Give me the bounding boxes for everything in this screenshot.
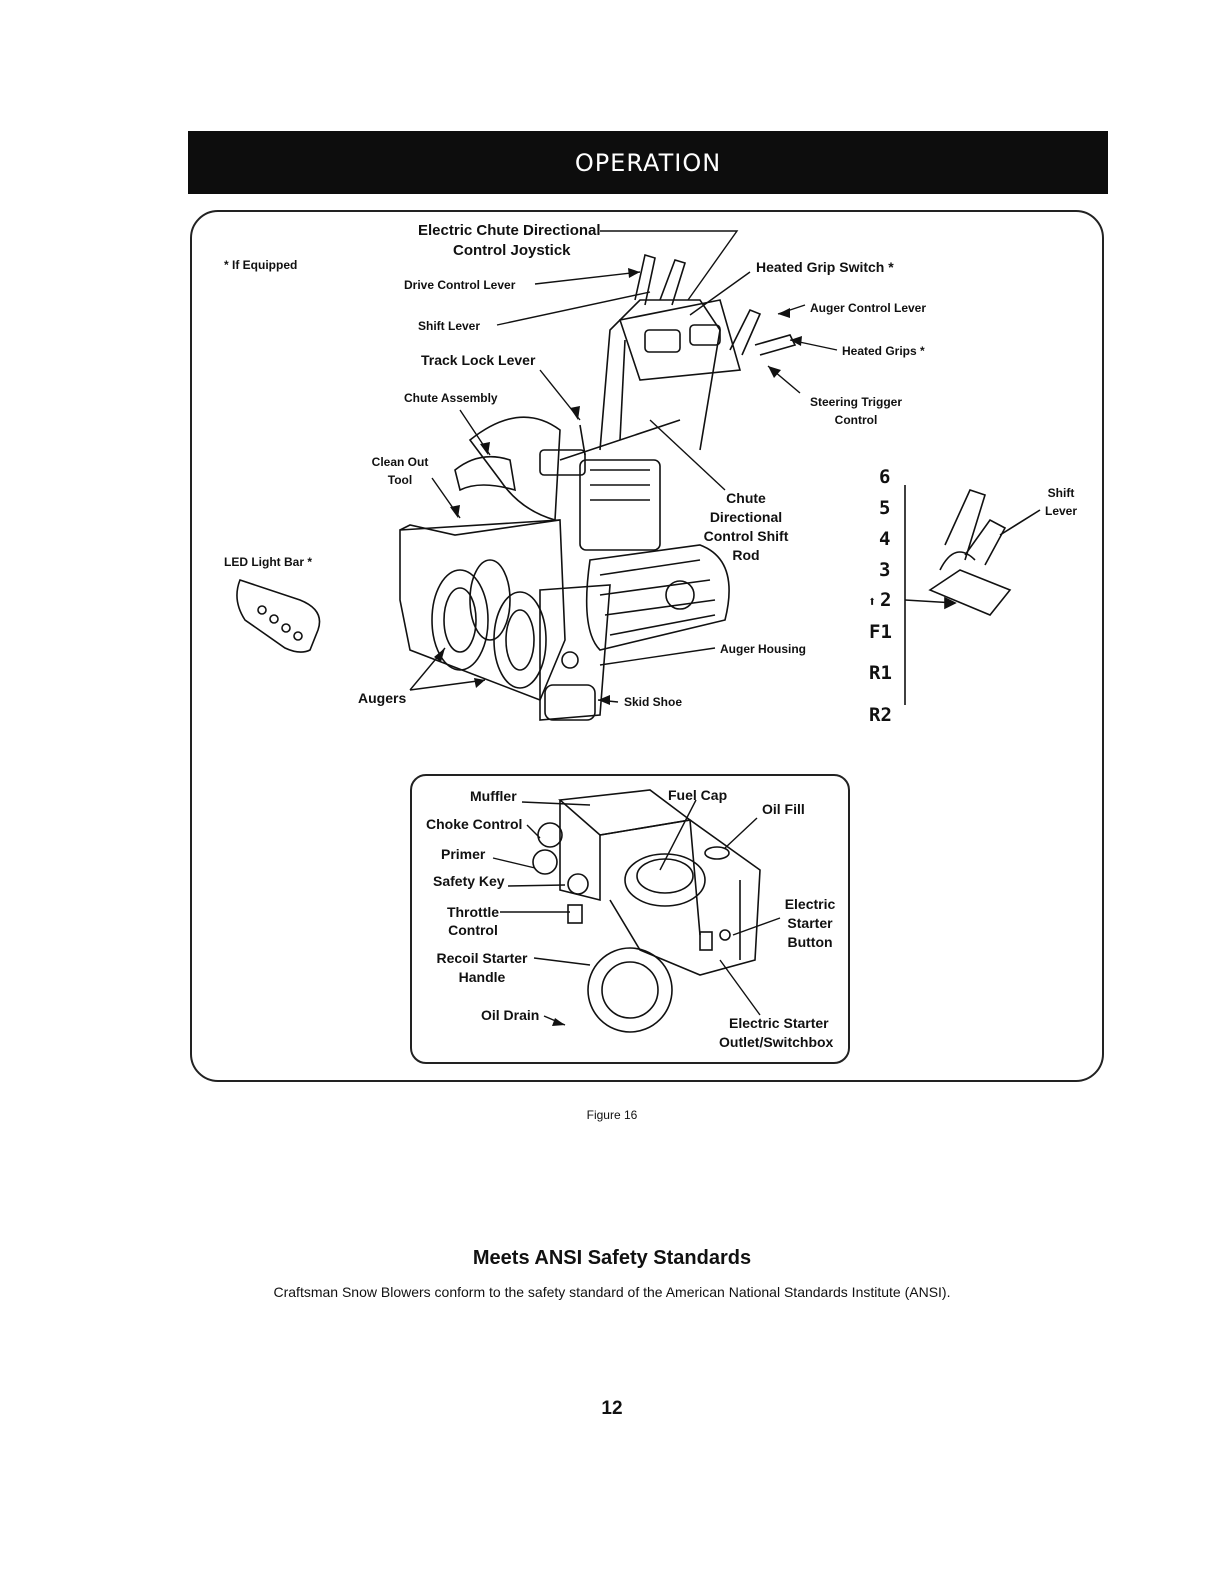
label-chute-shift-rod-line4: Rod bbox=[696, 546, 796, 564]
label-heated-grips: Heated Grips * bbox=[842, 342, 925, 360]
label-auger-control-lever: Auger Control Lever bbox=[810, 299, 926, 317]
label-electric-chute-joystick: Electric Chute Directional bbox=[418, 222, 601, 240]
if-equipped-note: * If Equipped bbox=[224, 256, 297, 274]
section-heading: Meets ANSI Safety Standards bbox=[0, 1247, 1224, 1270]
label-choke-control: Choke Control bbox=[426, 815, 522, 833]
label-electric-starter-outlet: Electric Starter bbox=[729, 1014, 829, 1032]
page-number: 12 bbox=[0, 1398, 1224, 1420]
label-primer: Primer bbox=[441, 845, 485, 863]
shift-lever-inset-shape bbox=[905, 485, 1040, 705]
label-electric-starter-button-line3: Button bbox=[778, 933, 842, 951]
gear-4: 4 bbox=[879, 528, 890, 550]
label-electric-starter-button: Electric bbox=[778, 895, 842, 913]
label-throttle-control-line2: Control bbox=[436, 921, 510, 939]
label-augers: Augers bbox=[358, 689, 406, 707]
label-steering-trigger-line2: Control bbox=[800, 411, 912, 429]
section-body-text: Craftsman Snow Blowers conform to the sa… bbox=[0, 1284, 1224, 1300]
label-chute-shift-rod-line3: Control Shift bbox=[696, 527, 796, 545]
label-electric-chute-joystick-line2: Control Joystick bbox=[453, 242, 571, 260]
led-light-bar-shape bbox=[237, 580, 320, 652]
label-auger-housing: Auger Housing bbox=[720, 640, 806, 658]
gear-r1: R1 bbox=[869, 662, 892, 684]
label-led-light-bar: LED Light Bar * bbox=[224, 553, 312, 571]
label-safety-key: Safety Key bbox=[433, 872, 505, 890]
label-clean-out-tool-line2: Tool bbox=[368, 471, 432, 489]
gear-f1: F1 bbox=[869, 621, 892, 643]
label-fuel-cap: Fuel Cap bbox=[668, 786, 727, 804]
engine-block-shape bbox=[580, 460, 660, 550]
label-shift-lever-inset: Shift bbox=[1036, 484, 1086, 502]
label-recoil-starter-handle: Recoil Starter bbox=[432, 949, 532, 967]
gear-3: 3 bbox=[879, 559, 890, 581]
skid-shoe-shape bbox=[545, 685, 595, 720]
label-chute-shift-rod: Chute bbox=[696, 489, 796, 507]
gear-2: 2 bbox=[880, 589, 891, 611]
label-clean-out-tool: Clean Out bbox=[368, 453, 432, 471]
label-heated-grip-switch: Heated Grip Switch * bbox=[756, 258, 894, 276]
gear-6: 6 bbox=[879, 466, 890, 488]
label-throttle-control: Throttle bbox=[436, 903, 510, 921]
chute-shape bbox=[470, 417, 560, 520]
label-shift-lever-inset-line2: Lever bbox=[1036, 502, 1086, 520]
label-muffler: Muffler bbox=[470, 787, 517, 805]
label-electric-starter-button-line2: Starter bbox=[778, 914, 842, 932]
label-drive-control-lever: Drive Control Lever bbox=[404, 276, 515, 294]
label-skid-shoe: Skid Shoe bbox=[624, 693, 682, 711]
auger-right-shape bbox=[494, 592, 546, 688]
label-recoil-starter-handle-line2: Handle bbox=[432, 968, 532, 986]
label-steering-trigger: Steering Trigger bbox=[800, 393, 912, 411]
figure-caption: Figure 16 bbox=[0, 1108, 1224, 1122]
label-electric-starter-outlet-line2: Outlet/Switchbox bbox=[719, 1033, 833, 1051]
gear-r2: R2 bbox=[869, 704, 892, 726]
label-shift-lever: Shift Lever bbox=[418, 317, 480, 335]
engine-drawing-shape bbox=[533, 790, 760, 1032]
gear-2-arrow-icon: ⬆ bbox=[868, 594, 876, 610]
label-track-lock-lever: Track Lock Lever bbox=[421, 351, 535, 369]
label-oil-drain: Oil Drain bbox=[481, 1006, 539, 1024]
label-oil-fill: Oil Fill bbox=[762, 800, 805, 818]
label-chute-shift-rod-line2: Directional bbox=[696, 508, 796, 526]
gear-5: 5 bbox=[879, 497, 890, 519]
label-chute-assembly: Chute Assembly bbox=[404, 389, 498, 407]
